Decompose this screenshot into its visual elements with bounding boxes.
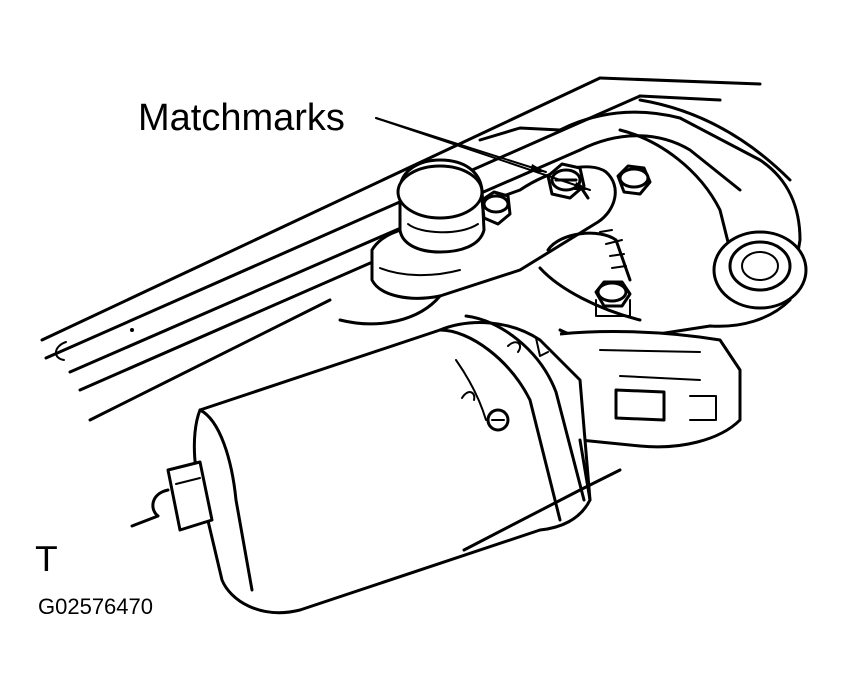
view-direction-mark: T xyxy=(36,540,57,580)
linkage-rails xyxy=(40,76,762,422)
mounting-bracket xyxy=(478,98,802,343)
nut-upper-right xyxy=(616,164,652,196)
figure-code: G02576470 xyxy=(38,594,153,619)
motor-connector xyxy=(130,460,214,532)
eyelet-grommet xyxy=(712,230,808,310)
matchmarks-callout-label: Matchmarks xyxy=(138,97,345,139)
motor-flange xyxy=(462,438,622,552)
wiper-motor xyxy=(192,314,592,615)
callout-leaders xyxy=(375,117,591,191)
nut-left xyxy=(480,190,512,226)
gear-housing xyxy=(546,229,742,449)
nut-lower xyxy=(594,280,632,317)
ball-joint xyxy=(396,158,486,254)
